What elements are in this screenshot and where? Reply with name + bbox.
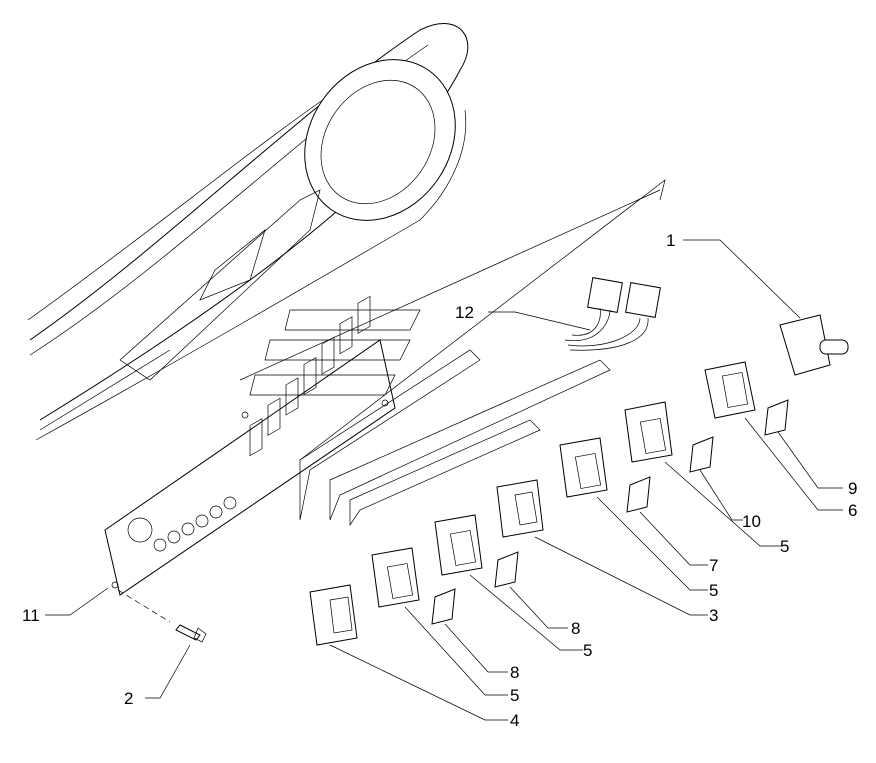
callout-10: 10 [742,512,761,531]
callout-7: 7 [709,556,718,575]
rotary-switch [779,314,849,376]
rocker-cap-8a [494,551,519,588]
callout-4: 4 [510,711,519,730]
rocker-cap-9 [764,399,789,436]
switch-body-5a [624,401,673,463]
callout-6: 6 [848,501,857,520]
callout-5c: 5 [583,641,592,660]
rocker-cap-8b [431,588,456,625]
panel-round-holes [153,496,237,552]
switch-body-5b [559,437,608,498]
switch-body-6 [704,361,756,419]
callout-5d: 5 [510,686,519,705]
rocker-cap-10 [689,436,714,473]
callout-9: 9 [848,479,857,498]
leader-lines [45,239,843,721]
screw [117,589,207,643]
switch-body-5d [371,547,420,608]
callout-2: 2 [124,689,133,708]
callout-5a: 5 [780,537,789,556]
switch-bodies [309,361,756,646]
switch-panel [104,295,396,596]
rocker-caps [431,399,789,625]
panel-switch-slots [249,295,371,457]
wire-harness [564,277,661,351]
rocker-cap-7 [626,476,651,513]
callout-8b: 8 [510,663,519,682]
callout-1: 1 [666,231,675,250]
callout-5b: 5 [709,581,718,600]
callout-3: 3 [709,606,718,625]
switch-body-5c [434,514,483,576]
callout-labels: 1 12 9 10 6 5 7 5 3 8 5 8 5 4 11 2 [22,231,857,730]
switch-body-3 [496,479,544,538]
dashboard-housing [27,23,469,441]
callout-8a: 8 [571,619,580,638]
callout-12: 12 [455,303,474,322]
projection-frames [239,179,666,527]
switch-body-4 [309,584,358,646]
callout-11: 11 [22,606,40,625]
